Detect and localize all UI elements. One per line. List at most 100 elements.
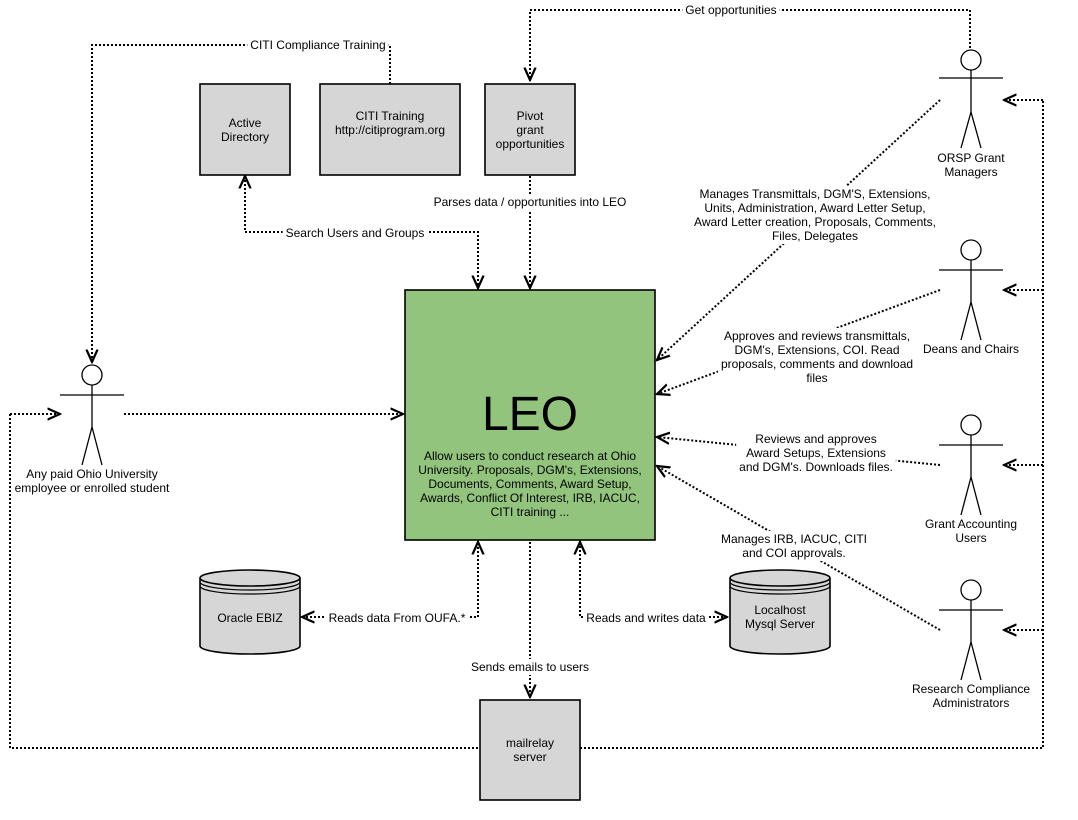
actor-deans-label: Deans and Chairs (923, 342, 1019, 356)
label-line: Sends emails to users (471, 660, 589, 674)
label-line: Units, Administration, Award Letter Setu… (704, 201, 925, 215)
label-line: Reads and writes data (586, 611, 706, 625)
label-line: Pivot (517, 109, 544, 123)
orsp-manages-label: Manages Transmittals, DGM'S, Extensions,… (694, 187, 936, 243)
label-line: grant (516, 123, 544, 137)
leo-title: LEO (482, 388, 578, 441)
citi-compliance-label: CITI Compliance Training (250, 38, 385, 52)
edge-get-opportunities (530, 9, 971, 80)
connectors (9, 9, 1044, 749)
label-line: ORSP Grant (937, 151, 1005, 165)
parses-label: Parses data / opportunities into LEO (434, 195, 627, 209)
label-background (717, 531, 871, 561)
get-opportunities-label: Get opportunities (685, 3, 776, 17)
edge-accounting-leo (657, 437, 941, 466)
label-line: Localhost (754, 603, 806, 617)
label-line: Approves and reviews transmittals, (724, 329, 910, 343)
label-line: Manages Transmittals, DGM'S, Extensions, (699, 187, 930, 201)
stick-figure-icon (60, 364, 124, 466)
label-line: Research Compliance (912, 682, 1030, 696)
sends-emails-label: Sends emails to users (471, 660, 589, 674)
label-line: server (513, 750, 546, 764)
stick-figure-icon (939, 579, 1003, 681)
label-line: Get opportunities (685, 3, 776, 17)
label-line: Award Setups, Extensions (746, 446, 886, 460)
edge-compliance-leo (657, 466, 941, 631)
label-background (682, 2, 780, 18)
stick-figure-icon (939, 239, 1003, 341)
label-line: Manages IRB, IACUC, CITI (721, 532, 867, 546)
edge-oracle-leo (302, 542, 478, 617)
stick-figure-icon (939, 49, 1003, 149)
label-background (467, 659, 593, 675)
label-line: opportunities (496, 137, 565, 151)
label-line: Reads data From OUFA.* (329, 611, 466, 625)
label-line: Oracle EBIZ (217, 611, 282, 625)
label-line: Documents, Comments, Award Setup, (428, 477, 631, 491)
label-line: Award Letter creation, Proposals, Commen… (694, 215, 936, 229)
reads-writes-label: Reads and writes data (586, 611, 706, 625)
label-line: and DGM's. Downloads files. (739, 460, 893, 474)
label-background (583, 610, 710, 626)
oracle-ebiz-node: Oracle EBIZ (199, 569, 301, 655)
label-background (325, 610, 469, 626)
edge-citi-compliance (92, 44, 391, 362)
label-line: DGM's, Extensions, COI. Read (734, 343, 899, 357)
label-background (691, 186, 939, 244)
label-line: http://citiprogram.org (335, 123, 445, 137)
label-background (736, 431, 896, 475)
actor-deans: Deans and Chairs (923, 239, 1019, 356)
search-users-label: Search Users and Groups (286, 226, 425, 240)
label-line: Any paid Ohio University (26, 467, 157, 481)
deans-approves-label: Approves and reviews transmittals,DGM's,… (721, 329, 913, 385)
label-line: CITI training ... (491, 505, 570, 519)
label-line: Awards, Conflict Of Interest, IRB, IACUC… (420, 491, 640, 505)
edge-labels: Get opportunities CITI Compliance Traini… (247, 2, 939, 675)
label-line: University. Proposals, DGM's, Extensions… (418, 463, 641, 477)
label-line: Users (955, 531, 986, 545)
label-line: Managers (944, 165, 997, 179)
label-line: CITI Compliance Training (250, 38, 385, 52)
label-background (717, 328, 917, 386)
label-background (247, 37, 389, 53)
label-line: Directory (221, 130, 269, 144)
leo-node: LEO Allow users to conduct research at O… (404, 289, 656, 541)
label-line: employee or enrolled student (15, 481, 170, 495)
label-line: Deans and Chairs (923, 342, 1019, 356)
label-background (430, 194, 630, 210)
label-background (282, 225, 428, 241)
label-line: Reviews and approves (755, 432, 876, 446)
label-line: and COI approvals. (742, 546, 845, 560)
label-line: Files, Delegates (772, 229, 858, 243)
label-line: files (806, 371, 827, 385)
label-line: Search Users and Groups (286, 226, 425, 240)
stick-figure-icon (939, 414, 1003, 516)
label-line: Mysql Server (745, 617, 815, 631)
label-line: Parses data / opportunities into LEO (434, 195, 627, 209)
label-line: CITI Training (356, 109, 425, 123)
label-line: Grant Accounting (925, 517, 1017, 531)
edge-mysql-leo (580, 542, 727, 617)
